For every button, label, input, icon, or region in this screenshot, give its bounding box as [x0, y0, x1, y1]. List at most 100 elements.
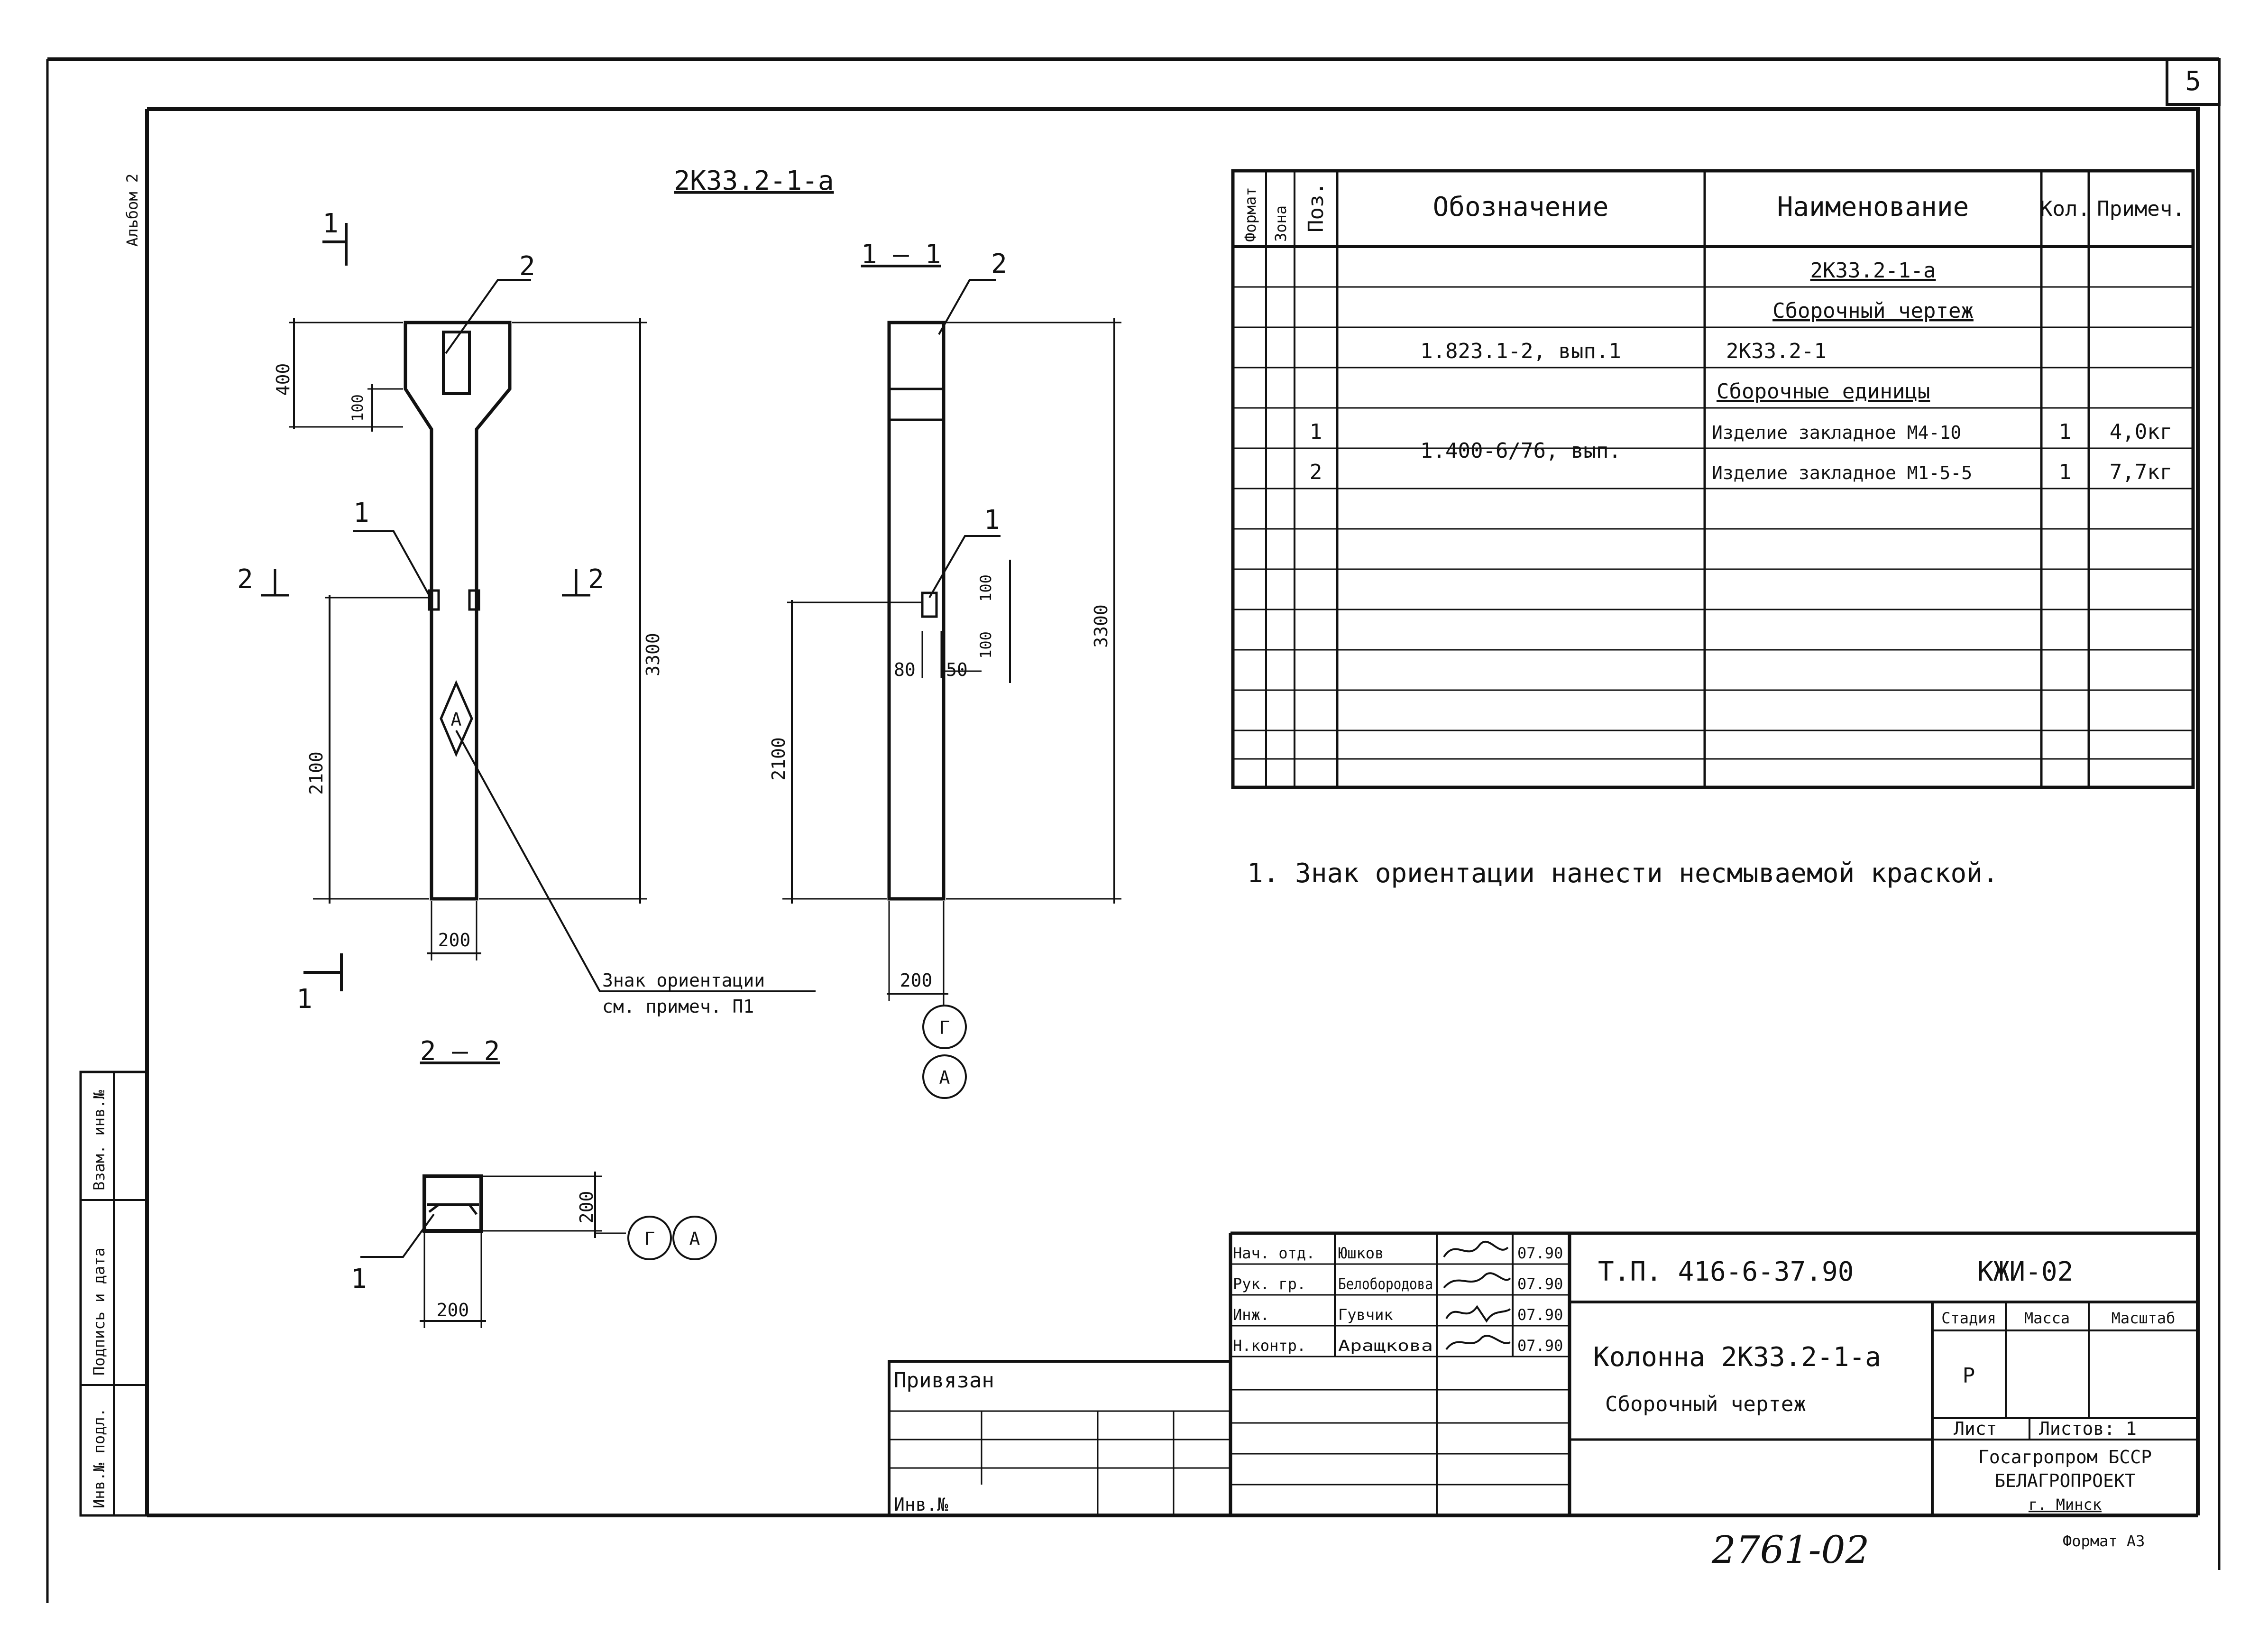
tb-org-line3: г. Минск [2029, 1496, 2102, 1514]
spec-row: 2 Изделие закладное М1-5-5 1 7,7кг [1310, 460, 2172, 484]
orientation-callout-line2: см. примеч. П1 [602, 996, 754, 1017]
sheet-number-box [2166, 58, 2221, 106]
tb-org-line2: БЕЛАГРОПРОЕКТ [1994, 1470, 2135, 1491]
tb-date-4: 07.90 [1517, 1337, 1563, 1355]
front-dimensions [289, 318, 647, 960]
spec-row: 1 1.400-6/76, вып. Изделие закладное М4-… [1310, 420, 2172, 463]
front-pos-2: 2 [519, 251, 535, 282]
column-cross-section [360, 1172, 626, 1328]
axis-a-label-side: А [939, 1067, 950, 1088]
spec-header-pos: Поз. [1304, 182, 1328, 232]
tb-role-2: Рук. гр. [1233, 1275, 1306, 1293]
stamp-vzam-inv: Взам. инв.№ [90, 1089, 108, 1191]
spec-row: 2К33.2-1-а [1810, 259, 1936, 283]
embedded-part-1-right [468, 589, 480, 611]
signatures [1443, 1240, 1511, 1350]
tb-mass-label: Масса [2024, 1309, 2070, 1327]
cut-1-markers [303, 223, 348, 991]
side-dim-100b: 100 [977, 631, 995, 659]
axis-g-bubble-section [627, 1216, 672, 1260]
spec-row-6-name: Изделие закладное М1-5-5 [1712, 462, 1972, 483]
embedded-part-2 [442, 331, 471, 395]
spec-table-grid [1231, 169, 2195, 789]
axis-a-bubble-section [672, 1216, 717, 1260]
spec-row-1-name: 2К33.2-1-а [1810, 259, 1936, 283]
tb-name-1: Юшков [1338, 1244, 1384, 1262]
tb-date-1: 07.90 [1517, 1244, 1563, 1262]
axis-g-label-side: Г [939, 1017, 950, 1038]
spec-row-5-designation: 1.400-6/76, вып. [1420, 439, 1621, 463]
axis-a-bubble-side [922, 1054, 967, 1099]
axis-g-label-section: Г [644, 1228, 655, 1249]
spec-row-3-name: 2К33.2-1 [1726, 339, 1827, 363]
spec-row-5-note: 4,0кг [2110, 420, 2172, 444]
side-dim-2100: 2100 [768, 737, 789, 781]
tb-name-2: Белобородова [1338, 1275, 1433, 1293]
tb-object-line2: Сборочный чертеж [1605, 1392, 1806, 1416]
spec-header-name: Наименование [1777, 192, 1969, 222]
front-pos-1: 1 [353, 498, 369, 528]
dim-200: 200 [438, 930, 471, 951]
dim-2100: 2100 [306, 751, 327, 795]
tb-role-4: Н.контр. [1233, 1337, 1306, 1355]
embedded-part-1-left [428, 589, 440, 611]
tb-inv-no: Инв.№ [894, 1494, 948, 1515]
axis-a-label-section: А [689, 1228, 700, 1249]
title-block-grid [888, 1231, 2198, 1517]
front-leaders [353, 279, 816, 992]
section-pos-1: 1 [351, 1264, 367, 1294]
spec-row-2-name: Сборочный чертеж [1772, 299, 1974, 323]
section-2-2-title: 2 – 2 [420, 1036, 500, 1067]
spec-row-6-note: 7,7кг [2110, 460, 2172, 484]
column-side-view [887, 279, 1001, 901]
tb-scale-label: Масштаб [2112, 1309, 2176, 1327]
tb-name-4: Аращкова [1338, 1337, 1433, 1355]
side-dim-3300: 3300 [1091, 604, 1111, 648]
section-1-1-title: 1 – 1 [861, 239, 941, 270]
spec-row: Сборочные единицы [1717, 379, 1930, 404]
spec-header-qty: Кол. [2040, 197, 2090, 221]
tb-doc-code: Т.П. 416-6-37.90 [1598, 1256, 1854, 1287]
section-dim-200-v: 200 [576, 1191, 597, 1224]
side-dim-100a: 100 [977, 574, 995, 602]
spec-row-5-name: Изделие закладное М4-10 [1712, 422, 1961, 443]
archive-number: 2761-02 [1711, 1528, 1869, 1572]
side-pos-2: 2 [991, 249, 1007, 279]
side-stamp [79, 1071, 148, 1517]
cut-2-label-right: 2 [588, 564, 604, 595]
spec-row-5-qty: 1 [2059, 420, 2072, 444]
orientation-callout-line1: Знак ориентации [602, 970, 765, 991]
column-front-view [404, 321, 512, 901]
sheet-frame [46, 57, 2221, 1603]
tb-date-3: 07.90 [1517, 1306, 1563, 1324]
tb-sheet-code: КЖИ-02 [1977, 1256, 2073, 1287]
orientation-sign-letter: А [451, 709, 462, 730]
paper-format: Формат А3 [2063, 1532, 2145, 1550]
tb-name-3: Гувчик [1338, 1306, 1393, 1324]
spec-header-format: Формат [1241, 187, 1259, 242]
side-dim-50: 50 [946, 659, 968, 680]
tb-date-2: 07.90 [1517, 1275, 1563, 1293]
main-view-title: 2К33.2-1-а [674, 166, 834, 196]
tb-list-label: Лист [1954, 1418, 1997, 1439]
album-label: Альбом 2 [123, 174, 141, 247]
tb-stage-value: Р [1963, 1364, 1975, 1388]
spec-header-note: Примеч. [2097, 197, 2185, 221]
spec-header-designation: Обозначение [1433, 192, 1609, 222]
dim-100: 100 [349, 394, 367, 422]
side-dim-200: 200 [900, 970, 933, 991]
side-dimensions [782, 318, 1121, 1001]
tb-role-1: Нач. отд. [1233, 1244, 1315, 1262]
tb-stage-label: Стадия [1941, 1309, 1996, 1327]
spec-row-4-name: Сборочные единицы [1717, 379, 1930, 404]
cut-2-label-left: 2 [237, 564, 253, 595]
tb-org-line1: Госагропром БССР [1978, 1447, 2152, 1468]
tb-privyazan: Привязан [894, 1368, 994, 1393]
dim-400: 400 [273, 363, 294, 396]
cut-2-markers [261, 569, 590, 597]
side-embedded-part-1 [921, 591, 938, 618]
spec-row-6-qty: 1 [2059, 460, 2072, 484]
spec-row-5-pos: 1 [1310, 420, 1322, 444]
side-dim-80: 80 [894, 659, 916, 680]
